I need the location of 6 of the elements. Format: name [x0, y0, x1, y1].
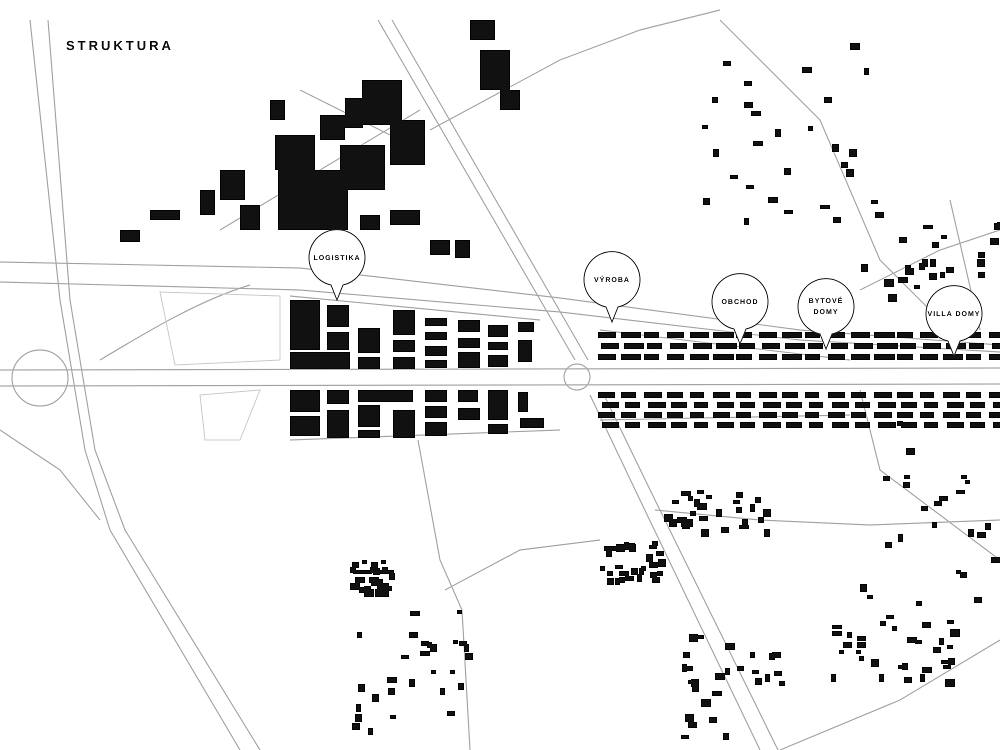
callout-balloon [583, 251, 641, 323]
callout-balloon [308, 229, 366, 301]
callout-balloon [925, 285, 983, 357]
map-title: STRUKTURA [66, 38, 174, 53]
callout-balloon [711, 273, 769, 345]
callout-balloon [797, 278, 855, 350]
